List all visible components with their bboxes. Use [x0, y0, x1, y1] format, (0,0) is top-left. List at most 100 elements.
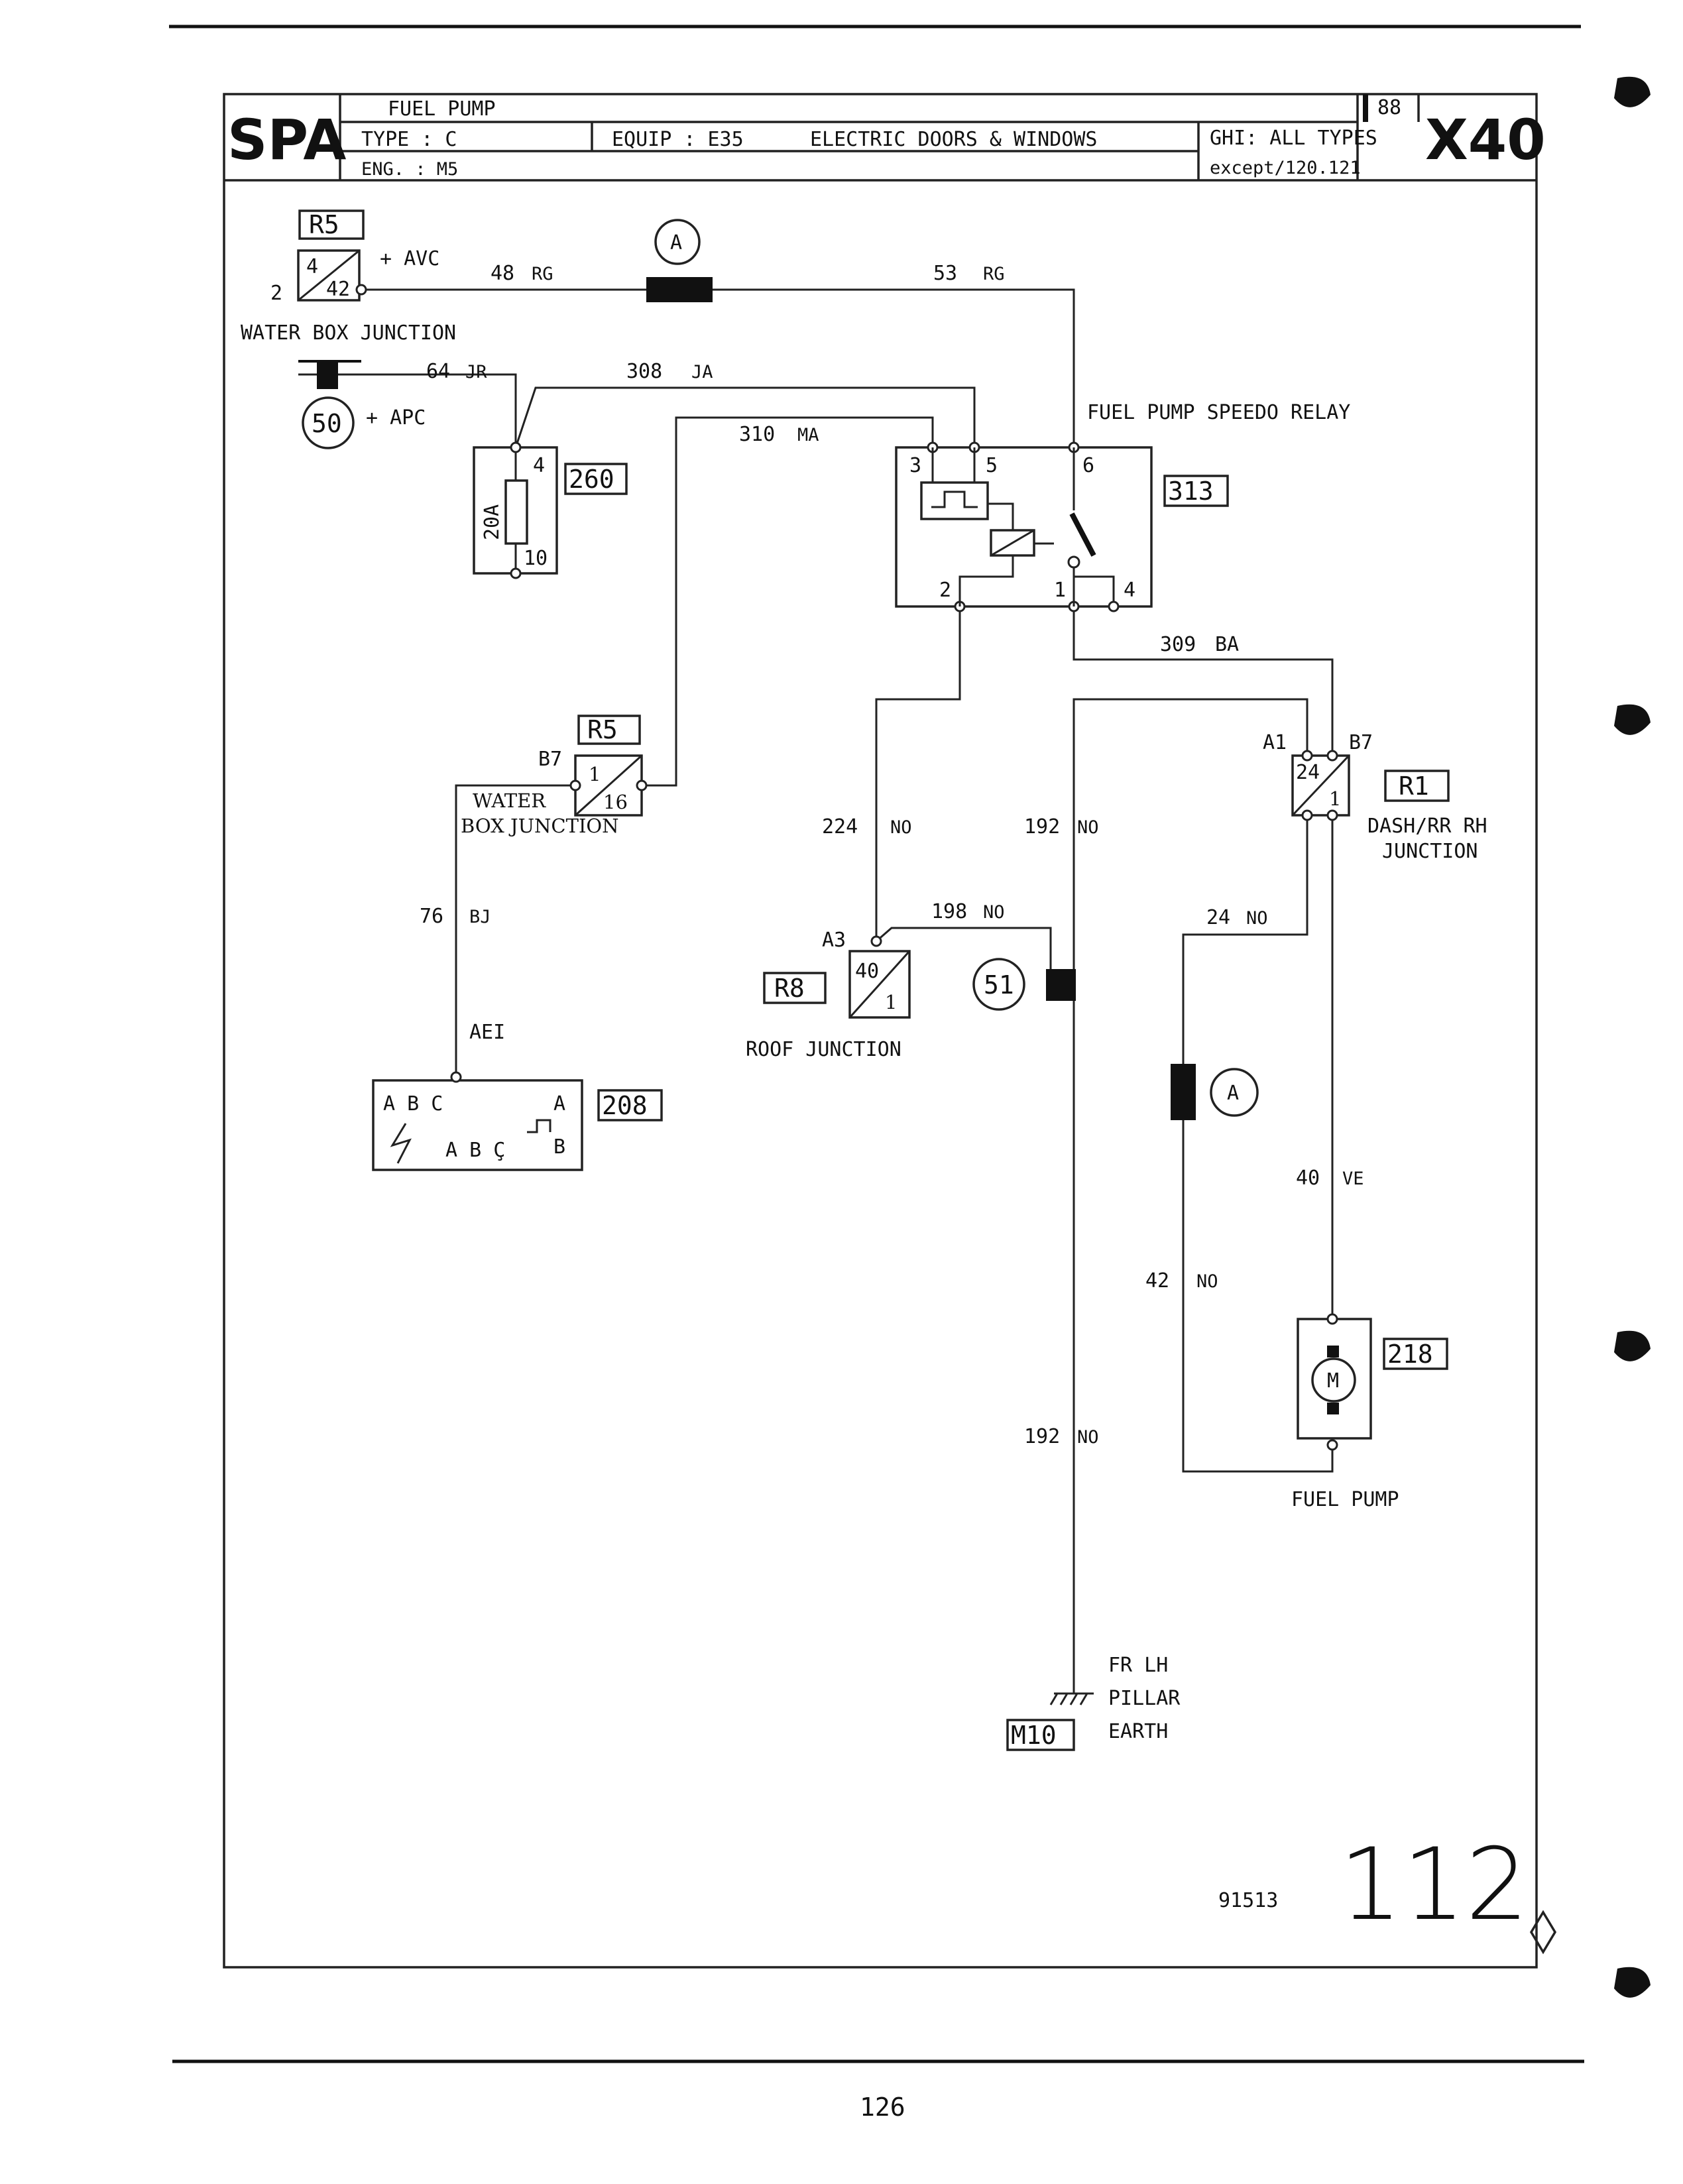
binder-hole-1	[1614, 76, 1651, 107]
r8-junction[interactable]: 40 1 A3 R8 ROOF JUNCTION	[746, 929, 911, 1061]
wire-pins	[355, 284, 1338, 1451]
relay-pin-5-label: 5	[986, 454, 998, 477]
r5-top-pin-b: 42	[326, 278, 350, 301]
earth-m10-tag-box	[1006, 1719, 1075, 1751]
wire-76	[455, 784, 575, 1077]
connector-a-low-tag: A	[1227, 1082, 1239, 1105]
r5-mid-pin-a: 1	[589, 763, 601, 785]
wire-309-num: 309	[1160, 633, 1196, 656]
pin-218-top	[1326, 1313, 1338, 1325]
fuse-260[interactable]: 4 10 20A 260	[473, 441, 628, 579]
unit-208[interactable]: A B C A A B Ç B AEI 208	[372, 1021, 663, 1171]
footer-sheet: 112	[1339, 1827, 1529, 1943]
r1-junction[interactable]: 24 1 A1 B7 R1 DASH/RR RH JUNCTION	[1263, 731, 1487, 863]
connector-a-low: A	[1171, 1064, 1259, 1120]
wire-308	[514, 386, 976, 448]
wire-48-num: 48	[491, 262, 514, 285]
relay-switch-arm	[1069, 512, 1096, 557]
connector-a-top: A	[646, 219, 713, 302]
equip-label: EQUIP : E35	[612, 128, 744, 151]
wire-192b-num: 192	[1024, 1425, 1060, 1448]
brand-text: SPA	[227, 107, 346, 172]
unit-208-wire-label: AEI	[469, 1021, 505, 1044]
r8-label: ROOF JUNCTION	[746, 1038, 901, 1061]
wire-192b-color: NO	[1077, 1427, 1099, 1448]
unit-208-body	[372, 1079, 583, 1171]
connector-a-low-circle	[1210, 1068, 1259, 1117]
r5-top-junction[interactable]: R5 4 42 2 + AVC WATER BOX JUNCTION	[241, 209, 456, 345]
engine-label: ENG. : M5	[361, 159, 458, 180]
connector-a-low-block	[1171, 1064, 1196, 1120]
ghi-line2: except/120.121	[1210, 158, 1361, 178]
fuel-pump-motor-218[interactable]: M 218 FUEL PUMP	[1291, 1318, 1448, 1511]
r1-label-2: JUNCTION	[1382, 840, 1478, 863]
earth-line-1: FR LH	[1108, 1654, 1168, 1677]
wire-224-color: NO	[890, 817, 912, 838]
relay-313-tag-box	[1163, 475, 1229, 507]
connector-a-top-tag: A	[670, 231, 682, 255]
r5-mid-junction[interactable]: R5 1 16 B7 WATER BOX JUNCTION	[461, 715, 643, 837]
earth-hatch-3	[1069, 1693, 1078, 1705]
relay-link-coil	[988, 502, 1014, 530]
pin-r5-top-out	[355, 284, 367, 296]
r8-diagonal	[848, 950, 911, 1019]
earth-hatch-1	[1049, 1693, 1059, 1705]
r5-mid-pin-b: 16	[603, 791, 628, 813]
relay-313-body	[895, 446, 1153, 608]
r5-top-tag: R5	[309, 210, 339, 239]
pin-r1-b7	[1326, 750, 1338, 762]
r1-pin-left: A1	[1263, 731, 1287, 754]
r8-side-pin: A3	[822, 929, 846, 952]
connector-a-top-block	[646, 277, 713, 302]
terminal-51: 51	[972, 958, 1076, 1011]
relay-coil-return	[958, 555, 1014, 606]
wire-309	[1073, 606, 1334, 756]
r1-label-1: DASH/RR RH	[1367, 815, 1487, 838]
wire-53-color: RG	[983, 264, 1005, 284]
wire-64	[298, 373, 517, 447]
relay-313[interactable]: FUEL PUMP SPEEDO RELAY 313 3 5 6 2 1 4	[895, 401, 1350, 612]
terminal-50-tag: 50	[312, 409, 342, 438]
earth-m10-tag: M10	[1011, 1721, 1057, 1750]
r1-pin-right: B7	[1349, 731, 1373, 754]
r8-pin-a: 40	[855, 960, 879, 983]
relay-pin-3-label: 3	[909, 454, 921, 477]
equip-desc: ELECTRIC DOORS & WINDOWS	[810, 128, 1097, 151]
connector-a-top-circle	[654, 219, 701, 265]
footer-ref: 91513	[1218, 1889, 1278, 1912]
motor-218-label: FUEL PUMP	[1291, 1488, 1399, 1511]
relay-pin-4	[1108, 601, 1120, 612]
pin-r1-a1	[1301, 750, 1313, 762]
wire-310	[642, 416, 934, 787]
page-number: 126	[860, 2093, 905, 2122]
unit-208-tag: 208	[602, 1091, 648, 1120]
wires	[298, 288, 1334, 1694]
r5-mid-tag: R5	[587, 715, 618, 744]
r8-tag: R8	[774, 974, 805, 1003]
wire-309-color: BA	[1215, 633, 1239, 656]
wire-192	[1073, 698, 1308, 1694]
r5-mid-side-pin: B7	[538, 748, 562, 771]
terminal-51-block	[1046, 969, 1076, 1001]
r5-mid-label-1: WATER	[473, 789, 546, 812]
wire-198-num: 198	[931, 900, 967, 923]
r1-diagonal	[1291, 754, 1350, 817]
terminal-50-block	[317, 361, 338, 389]
relay-pin-6-label: 6	[1082, 454, 1094, 477]
pin-r8-in	[870, 935, 882, 947]
pin-r5-mid-out	[636, 779, 648, 791]
fuse-260-rating: 20A	[481, 504, 504, 540]
r5-top-pin-a: 4	[306, 255, 318, 278]
r5-mid-label-2: BOX JUNCTION	[461, 815, 619, 837]
r5-top-tag-box	[298, 209, 365, 240]
unit-208-pulse-icon	[527, 1119, 551, 1133]
fuse-260-element	[504, 479, 528, 545]
type-label: TYPE : C	[361, 128, 457, 151]
wire-198-color: NO	[983, 902, 1005, 923]
fuse-260-pin-4: 4	[533, 454, 545, 477]
wire-310-num: 310	[739, 423, 775, 446]
binder-hole-4	[1614, 1967, 1651, 1998]
r5-top-feed: + AVC	[380, 247, 439, 270]
wire-24-color: NO	[1246, 908, 1268, 929]
r1-tag: R1	[1399, 772, 1429, 801]
